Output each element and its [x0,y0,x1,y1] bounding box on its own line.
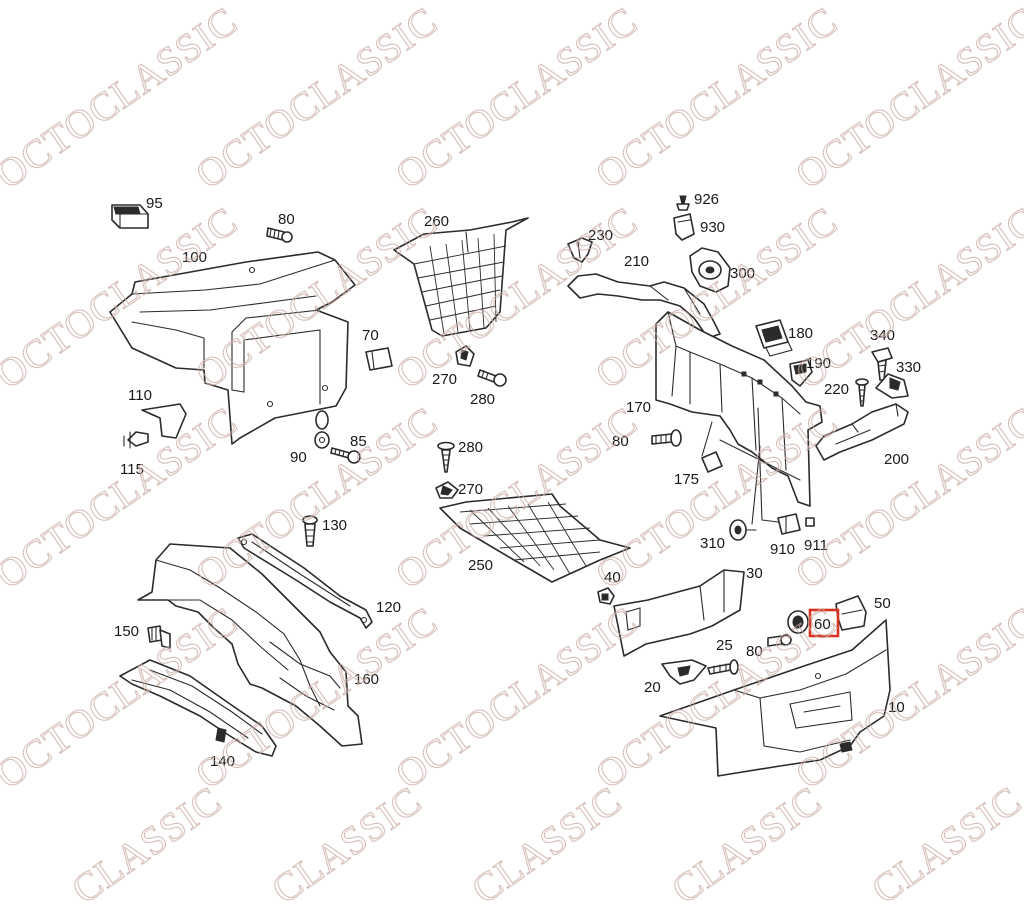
callout-130: 130 [322,517,347,534]
part-180-switch [755,319,793,357]
callout-260: 260 [424,213,449,230]
part-200-arm [815,403,909,461]
part-250-net [439,493,631,583]
part-190-clip [789,359,813,387]
callout-170: 170 [626,399,651,416]
part-60-cap [787,610,809,634]
callout-80-b: 80 [612,433,629,450]
callout-930: 930 [700,219,725,236]
callout-175: 175 [674,471,699,488]
part-40-clip [597,587,615,605]
callout-250: 250 [468,557,493,574]
part-30-panel [613,569,745,657]
callout-110: 110 [128,387,152,404]
callout-90: 90 [290,449,307,466]
part-340-bolt [871,347,893,381]
callout-150: 150 [114,623,139,640]
part-260-net [393,217,529,337]
watermark-text-partial: CLASSIC [463,777,629,912]
part-170-frame [655,311,823,507]
part-175-cover [701,451,723,473]
part-85-screw [330,447,361,464]
callout-180: 180 [788,325,813,342]
part-90-washer [314,410,330,449]
callout-60: 60 [814,616,831,633]
part-70-clip [365,347,393,371]
part-80-screw-a [266,227,293,243]
callout-70: 70 [362,327,379,344]
part-910-connector [777,513,801,535]
callout-340: 340 [870,327,895,344]
part-20-trim [661,659,707,685]
part-140-rail [119,659,277,757]
part-280-screw-b [437,441,455,473]
watermark-text-partial: CLASSIC [663,777,829,912]
highlight-box [808,608,840,638]
callout-80-c: 80 [746,643,763,660]
callout-310: 310 [700,535,725,552]
part-270-clip-a [455,345,475,367]
part-300-speaker [689,247,731,293]
callout-100: 100 [182,249,207,266]
part-95-switch [111,204,149,229]
callout-230: 230 [588,227,613,244]
callout-25: 25 [716,637,733,654]
part-100-cover [109,251,356,445]
callout-220: 220 [824,381,849,398]
part-25-screw [707,659,739,675]
watermark-text-partial: CLASSIC [863,777,1024,912]
part-330-bracket [875,373,909,399]
part-270-clip-b [435,481,459,499]
callout-926: 926 [694,191,719,208]
callout-80-a: 80 [278,211,295,228]
callout-210: 210 [624,253,649,270]
part-80-screw-c [767,634,792,647]
part-150-screw [147,625,171,649]
part-230-clip [567,237,593,263]
part-310-grommet [729,519,757,541]
part-110-bracket [141,403,187,439]
part-280-screw-a [477,369,507,387]
callout-50: 50 [874,595,891,612]
part-115-clip [123,431,149,449]
callout-95: 95 [146,195,163,212]
callout-190: 190 [806,355,831,372]
callout-20: 20 [644,679,661,696]
part-80-screw-b [651,429,682,447]
callout-85: 85 [350,433,367,450]
part-160-panel [137,543,363,747]
callout-270-b: 270 [458,481,483,498]
part-10-trim [659,619,891,777]
watermark-text-partial: CLASSIC [263,777,429,912]
callout-10: 10 [888,699,905,716]
callout-labels: 95 80 100 110 115 70 90 85 260 270 280 2… [114,191,921,770]
part-130-pin [302,515,318,547]
callout-40: 40 [604,569,621,586]
part-930-sensor [673,213,695,241]
callout-270-a: 270 [432,371,457,388]
callout-280-b: 280 [458,439,483,456]
callout-200: 200 [884,451,909,468]
part-120-strip [237,533,373,629]
part-911-pin [805,517,815,527]
callout-120: 120 [376,599,401,616]
callout-300: 300 [730,265,755,282]
callout-140: 140 [210,753,235,770]
part-220-screw [855,378,869,407]
part-50-switch [835,595,867,631]
callout-330: 330 [896,359,921,376]
callout-911: 911 [804,537,828,554]
callout-280-a: 280 [470,391,495,408]
part-210-bracket [567,273,721,339]
callout-910: 910 [770,541,795,558]
part-926-pin [676,195,690,211]
callout-115: 115 [120,461,144,478]
callout-30: 30 [746,565,763,582]
callout-160: 160 [354,671,379,688]
leader-lines [701,407,779,525]
watermark-text-partial: CLASSIC [63,777,229,912]
